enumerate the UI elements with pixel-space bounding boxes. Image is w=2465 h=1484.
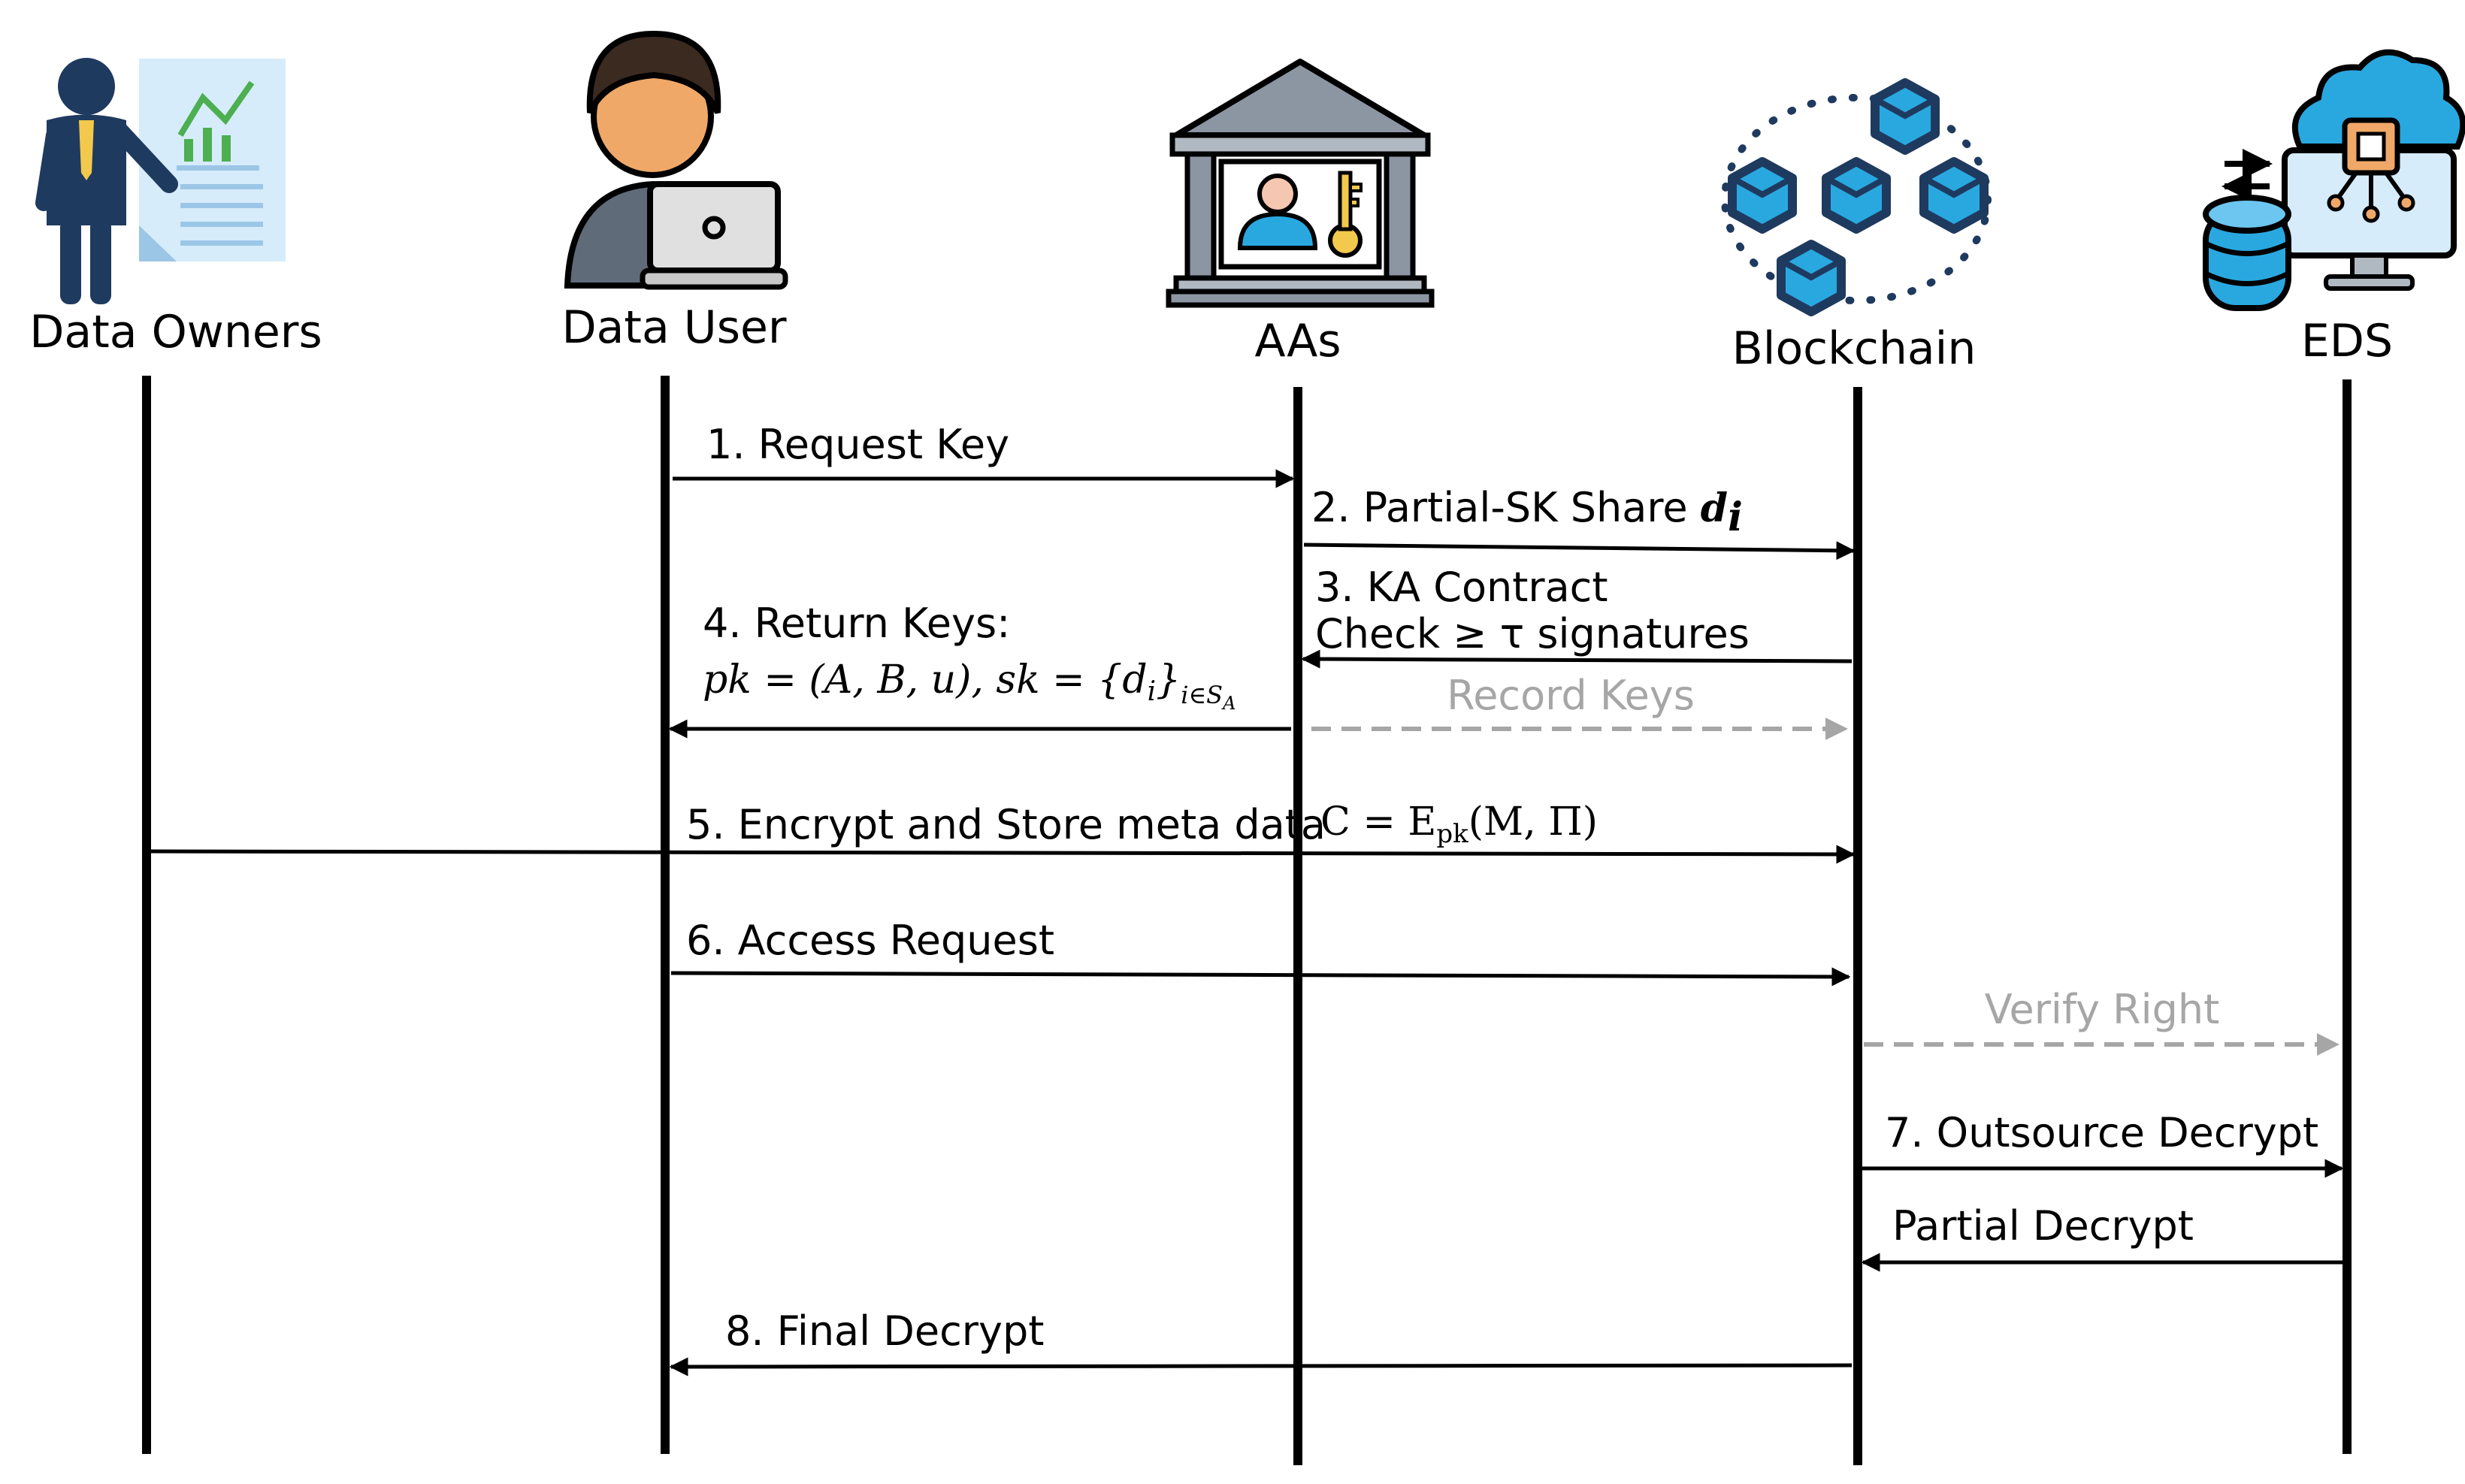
partial-decrypt-label: Partial Decrypt [1892,1202,2194,1250]
actor-label-data-owners: Data Owners [29,306,322,358]
message-3-label-line2: Check ≥ τ signatures [1315,610,1750,657]
actor-label-eds: EDS [2301,315,2393,367]
message-5-arrow [150,845,1856,864]
message-4-label: 4. Return Keys: [703,600,1010,647]
actor-label-blockchain: Blockchain [1732,322,1977,375]
message-2-label: 2. Partial-SK Share di [1311,484,1743,540]
actor-label-data-user: Data User [561,301,786,354]
cloud-server-icon [2203,49,2465,311]
message-6-label: 6. Access Request [686,917,1054,964]
blockchain-icon [1721,78,1992,316]
message-8-label: 8. Final Decrypt [725,1307,1044,1355]
message-5-label: 5. Encrypt and Store meta data [686,801,1326,848]
message-5-formula: C = Epk(M, Π) [1320,799,1598,849]
data-owner-icon [35,58,286,304]
message-1-label: 1. Request Key [706,421,1009,468]
message-4-formula: pk = (A, B, u), sk = {di}i∈SA [703,657,1236,714]
message-6-arrow [670,967,1851,987]
verify-right-label: Verify Right [1985,986,2220,1033]
data-user-icon [564,30,788,290]
message-8-arrow [669,1357,1853,1377]
authority-building-icon [1166,59,1435,308]
message-3-arrow [1301,649,1853,669]
actor-label-aas: AAs [1254,315,1341,367]
message-7-label: 7. Outsource Decrypt [1885,1109,2318,1156]
record-keys-label: Record Keys [1447,672,1695,719]
message-2-arrow [1303,541,1856,561]
message-3-label-line1: 3. KA Contract [1315,564,1608,611]
